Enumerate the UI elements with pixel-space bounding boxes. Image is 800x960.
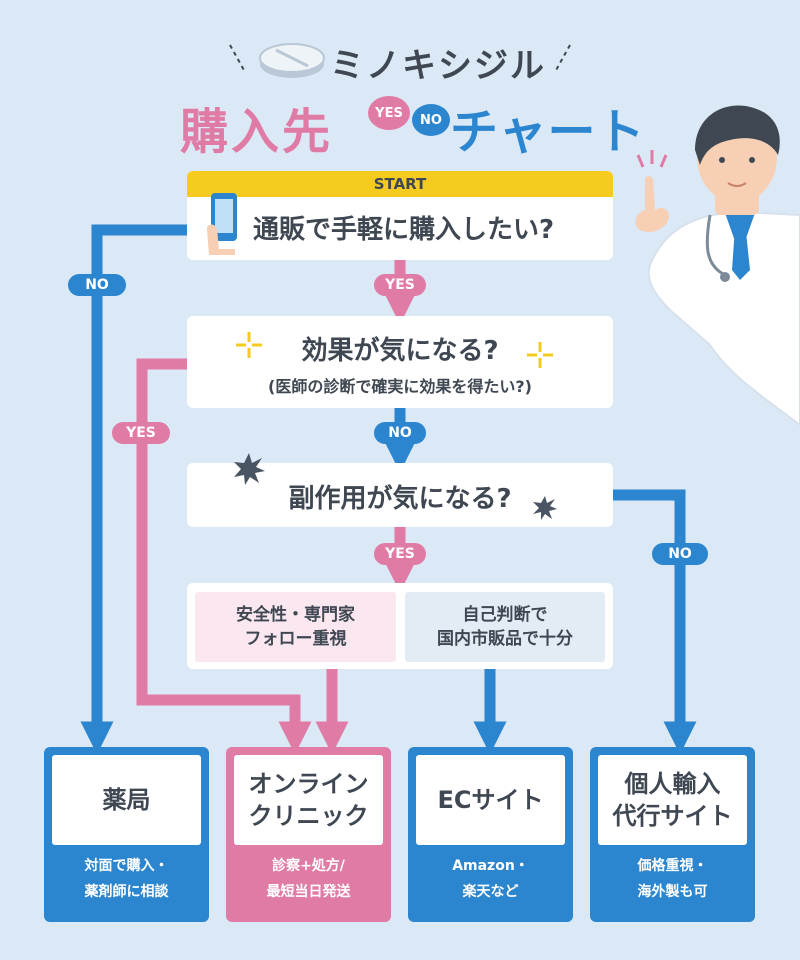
result-desc: 海外製も可 <box>637 884 708 900</box>
start-label: START <box>187 171 613 197</box>
result-desc: 対面で購入・ <box>84 858 169 874</box>
option-self-line1: 自己判断で <box>462 605 548 625</box>
yes-bubble: YES <box>368 96 410 130</box>
option-self-judgment: 自己判断で 国内市販品で十分 <box>405 592 605 662</box>
result-desc: 診察+処方/ <box>272 858 345 874</box>
result-title: オンライン <box>248 770 369 798</box>
brand-title: ミノキシジル <box>330 46 546 86</box>
q1-no-label: NO <box>68 274 126 296</box>
question-1-box: START 通販で手軽に購入したい? <box>187 171 613 260</box>
line-q2-yes <box>136 358 312 755</box>
question-2-text: 効果が気になる? <box>301 336 499 366</box>
result-desc: Amazon・ <box>452 858 529 874</box>
option-safety-line1: 安全性・専門家 <box>236 605 355 625</box>
option-self-line2: 国内市販品で十分 <box>437 629 573 649</box>
result-desc: 価格重視・ <box>637 858 708 874</box>
result-title: 薬局 <box>102 786 151 814</box>
question-1-text: 通販で手軽に購入したい? <box>253 215 555 245</box>
no-bubble: NO <box>412 104 450 136</box>
result-title: 代行サイト <box>612 802 733 830</box>
chart-title-pink: 購入先 <box>180 104 334 160</box>
result-title: ECサイト <box>437 786 544 814</box>
question-2-subtext: (医師の診断で確実に効果を得たい?) <box>268 377 532 396</box>
result-desc: 楽天など <box>462 884 519 900</box>
sparkle-icon <box>527 342 553 368</box>
chart-title-blue: チャート <box>450 104 646 160</box>
title-dashes <box>229 44 571 73</box>
question-2-box: 効果が気になる? (医師の診断で確実に効果を得たい?) <box>187 316 613 408</box>
result-desc: 最短当日発送 <box>266 884 351 900</box>
pill-icon <box>259 43 325 78</box>
result-title: クリニック <box>248 802 369 830</box>
result-pharmacy: 薬局 対面で購入・ 薬剤師に相談 <box>44 747 209 922</box>
question-3-text: 副作用が気になる? <box>288 484 512 514</box>
option-safety: 安全性・専門家 フォロー重視 <box>195 592 396 662</box>
q2-yes-label: YES <box>112 422 170 444</box>
q3-yes-label: YES <box>374 543 426 565</box>
result-desc: 薬剤師に相談 <box>84 884 169 900</box>
line-q3-no <box>613 489 697 755</box>
q3-no-label: NO <box>652 543 708 565</box>
q1-yes-label: YES <box>374 274 426 296</box>
smartphone-icon <box>207 193 237 255</box>
q2-no-label: NO <box>374 422 426 444</box>
burst-icon <box>234 453 265 485</box>
result-ec-site: ECサイト Amazon・ 楽天など <box>408 747 573 922</box>
burst-icon <box>533 496 557 520</box>
doctor-illustration <box>635 105 800 425</box>
result-title: 個人輸入 <box>624 770 721 798</box>
sparkle-icon <box>236 332 262 358</box>
result-personal-import: 個人輸入 代行サイト 価格重視・ 海外製も可 <box>590 747 755 922</box>
line-q1-no <box>80 224 187 755</box>
option-safety-line2: フォロー重視 <box>244 629 347 649</box>
result-online-clinic: オンライン クリニック 診察+処方/ 最短当日発送 <box>226 747 391 922</box>
